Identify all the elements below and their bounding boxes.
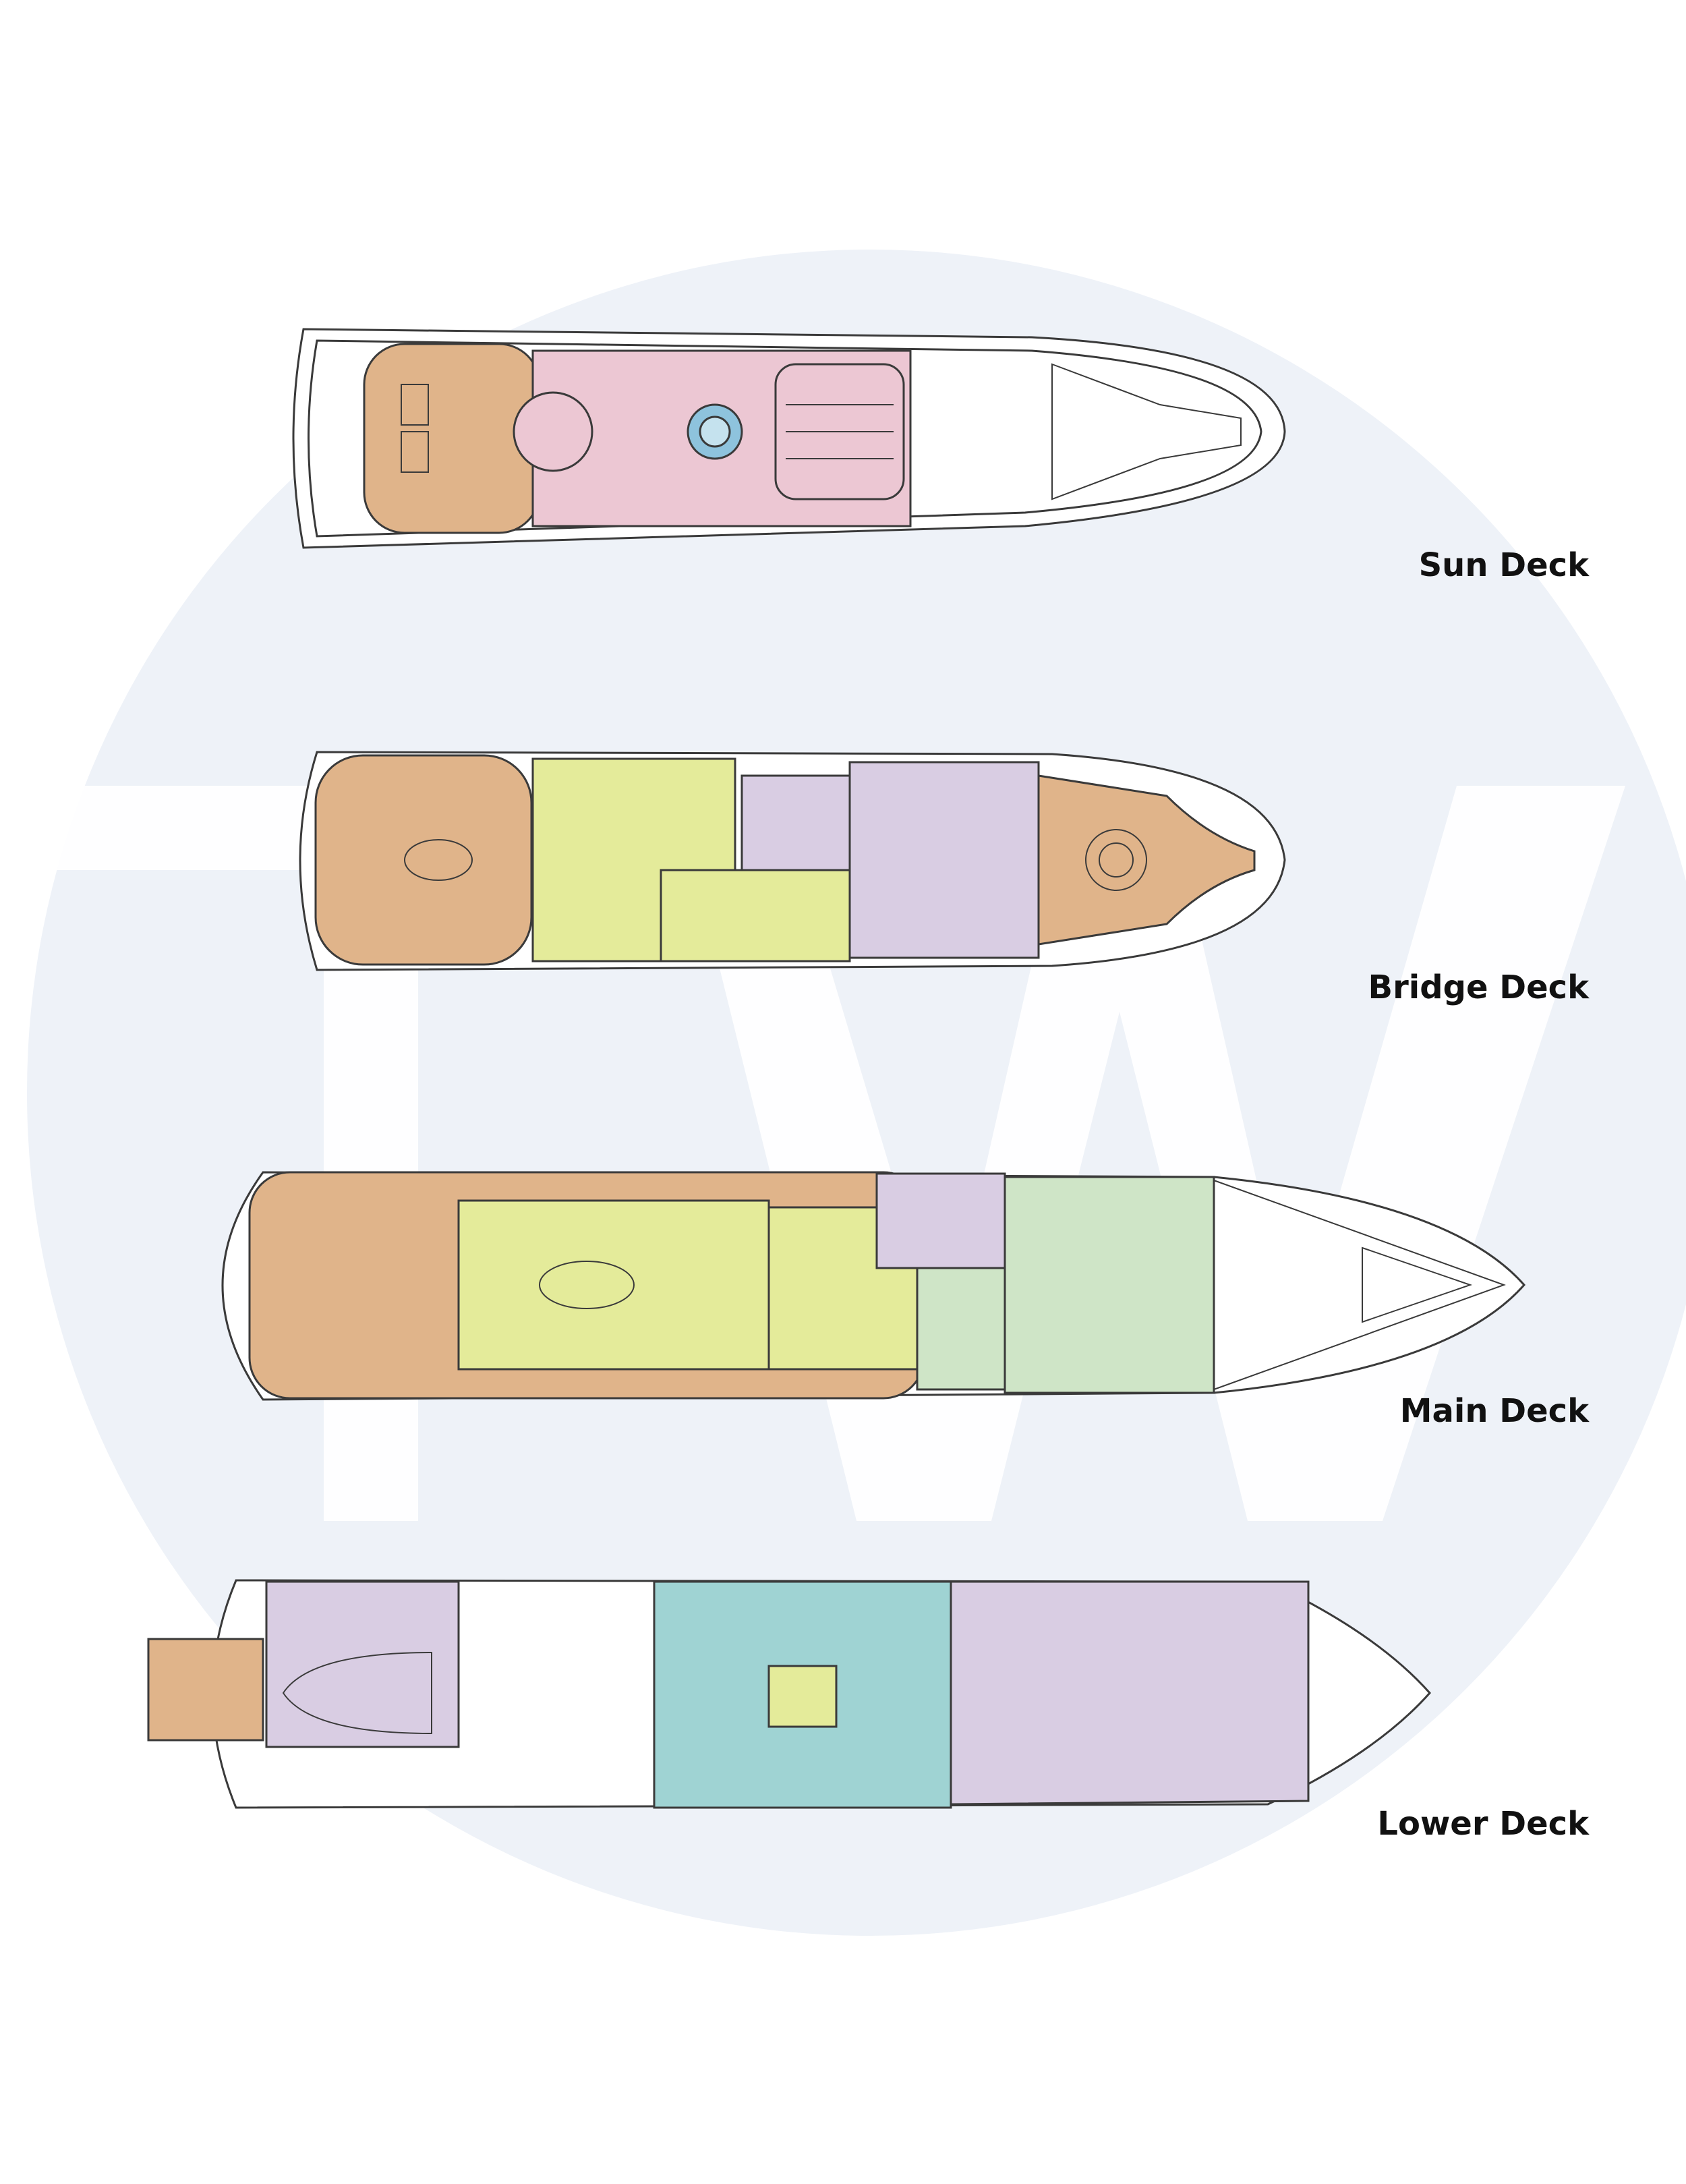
lower-deck-swim-platform [147, 1638, 264, 1742]
bridge-deck-label: Bridge Deck [1368, 969, 1589, 1006]
sun-deck-lounger [401, 431, 429, 473]
bridge-deck-plan [299, 751, 1286, 971]
main-deck-foredeck-outline [1213, 1180, 1506, 1390]
bridge-deck-circular-seating-inner [1099, 842, 1134, 878]
watermark-letter-t [47, 786, 695, 1521]
sun-deck-plan [292, 328, 1286, 549]
lower-deck-tender-garage [265, 1580, 460, 1748]
sun-deck-jacuzzi-inner [699, 415, 731, 448]
lower-deck-label: Lower Deck [1377, 1805, 1589, 1843]
main-deck-galley [916, 1267, 1006, 1391]
bridge-deck-bar [660, 869, 851, 962]
bridge-deck-dining-table [404, 839, 473, 881]
bridge-deck-aft-dining [314, 754, 533, 966]
lower-deck-plan [147, 1579, 1432, 1809]
sun-deck-label: Sun Deck [1418, 546, 1589, 584]
sun-deck-hull-inner [308, 339, 1262, 538]
main-deck-dining-table [539, 1261, 635, 1309]
sun-deck-round-table [513, 391, 593, 472]
main-deck-tender [1362, 1246, 1473, 1323]
sun-deck-lounger [401, 384, 429, 426]
lower-deck-tender [282, 1651, 432, 1735]
sun-deck-aft-lounge [363, 343, 541, 534]
main-deck-label: Main Deck [1399, 1392, 1589, 1430]
lower-deck-guest-lobby [767, 1665, 838, 1728]
sun-deck-bow-rail [1051, 363, 1242, 500]
main-deck-crew-office [875, 1172, 1006, 1269]
main-deck-main-saloon [457, 1199, 770, 1371]
bridge-deck-circular-seating [1085, 829, 1147, 891]
bridge-deck-crew-area [740, 774, 851, 871]
main-deck-owner-suite [1004, 1176, 1215, 1394]
lower-deck-crew-quarters [950, 1580, 1310, 1806]
bridge-deck-wheelhouse [848, 761, 1040, 959]
main-deck-plan [221, 1171, 1525, 1401]
